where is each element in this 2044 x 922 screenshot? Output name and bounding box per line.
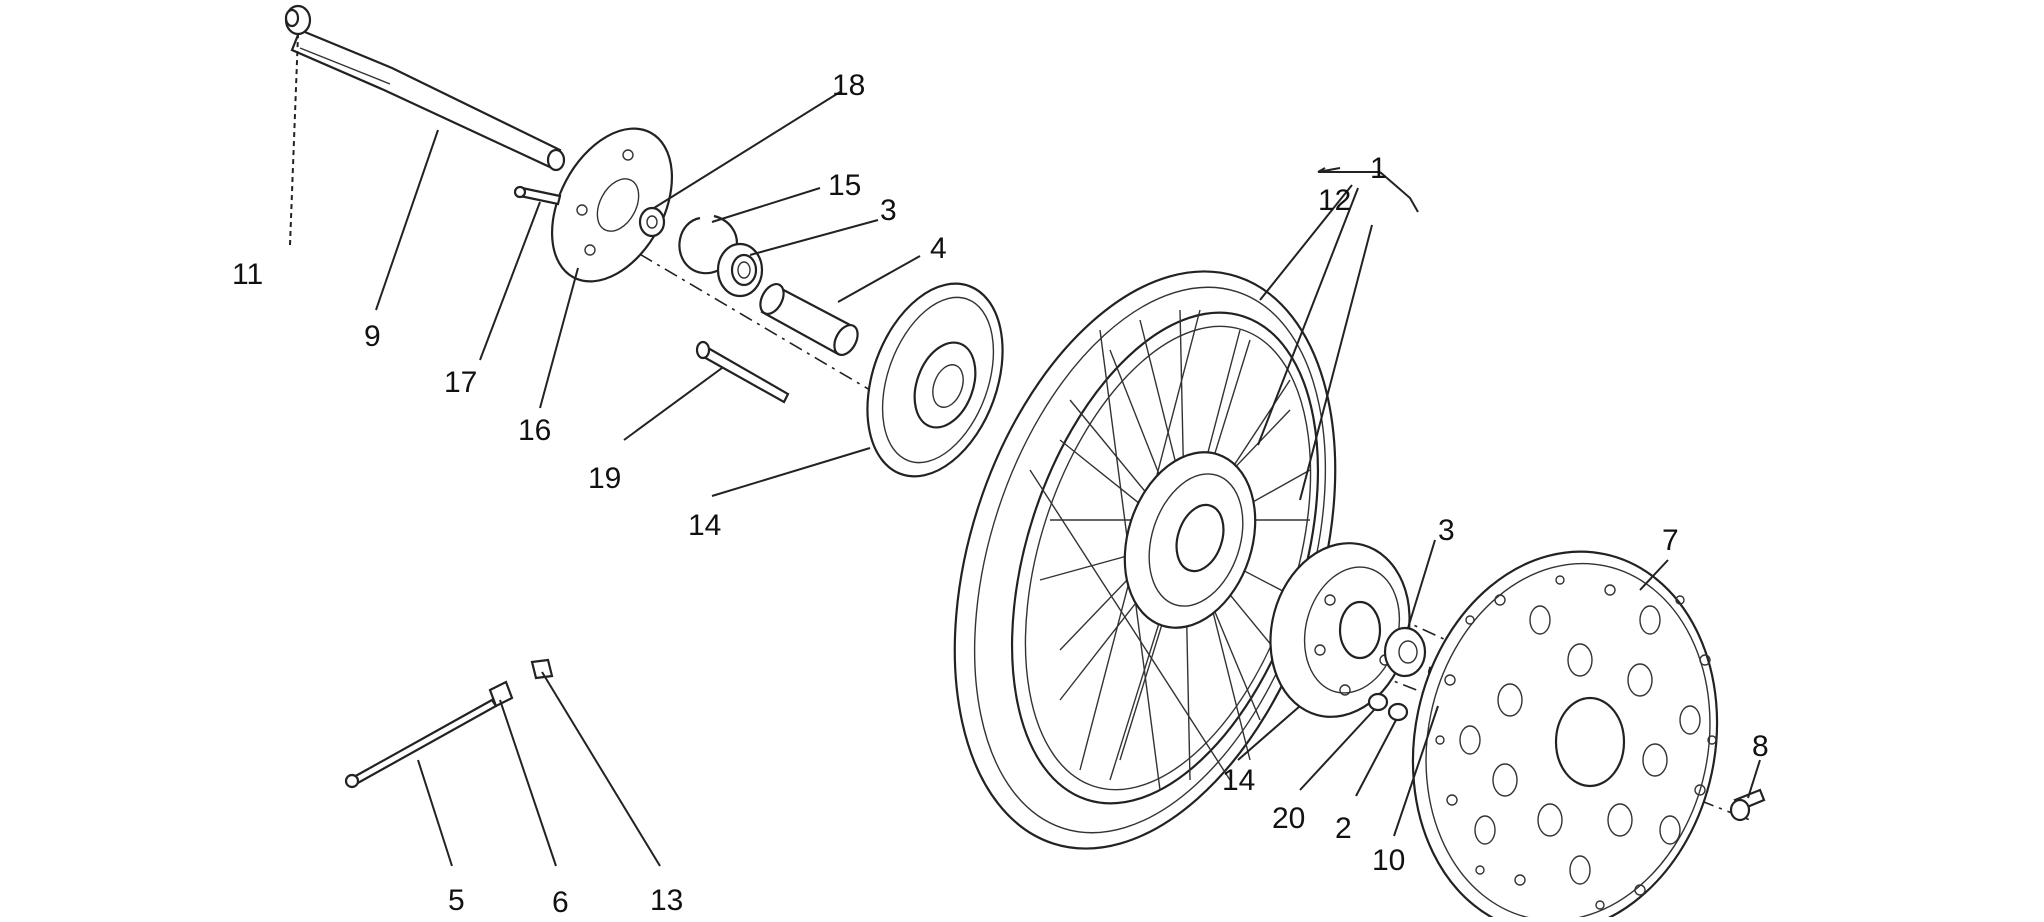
bearing-3a <box>716 242 764 298</box>
screw-8 <box>1729 788 1766 822</box>
label-17: 17 <box>444 366 477 399</box>
spacer-18 <box>638 206 666 238</box>
bearing-3b <box>1383 626 1427 678</box>
disc-holes <box>1435 575 1717 910</box>
brake-disc <box>1411 550 1719 922</box>
leader-lines <box>289 34 1761 867</box>
label-3-right: 3 <box>1438 514 1455 547</box>
spacer-tube-4 <box>759 283 859 356</box>
nipple-6 <box>488 680 514 708</box>
spoked-wheel <box>953 270 1337 850</box>
nut-2 <box>1387 702 1409 722</box>
spoke-5 <box>344 698 498 789</box>
label-16: 16 <box>518 414 551 447</box>
label-19: 19 <box>588 462 621 495</box>
label-4: 4 <box>930 232 947 265</box>
label-12: 12 <box>1318 184 1351 217</box>
brake-plate <box>550 127 674 283</box>
label-8: 8 <box>1752 730 1769 763</box>
label-18: 18 <box>832 69 865 102</box>
label-9: 9 <box>364 320 381 353</box>
label-5: 5 <box>448 884 465 917</box>
label-2: 2 <box>1335 812 1352 845</box>
label-11: 11 <box>232 258 263 291</box>
washer-20 <box>1367 692 1389 712</box>
label-15: 15 <box>828 169 861 202</box>
label-13: 13 <box>650 884 683 917</box>
label-20: 20 <box>1272 802 1305 835</box>
label-7: 7 <box>1662 524 1679 557</box>
label-3-top: 3 <box>880 194 897 227</box>
label-14-right: 14 <box>1222 764 1255 797</box>
axle-nut <box>284 4 312 36</box>
label-1: 1 <box>1370 152 1387 185</box>
axle-part <box>290 28 566 172</box>
bolt-19 <box>695 340 790 404</box>
drum-cover-14a <box>866 282 1004 478</box>
valve-cap-13 <box>530 658 554 680</box>
pin-17 <box>513 185 562 206</box>
label-14-left: 14 <box>688 509 721 542</box>
label-10: 10 <box>1372 844 1405 877</box>
label-6: 6 <box>552 886 569 917</box>
